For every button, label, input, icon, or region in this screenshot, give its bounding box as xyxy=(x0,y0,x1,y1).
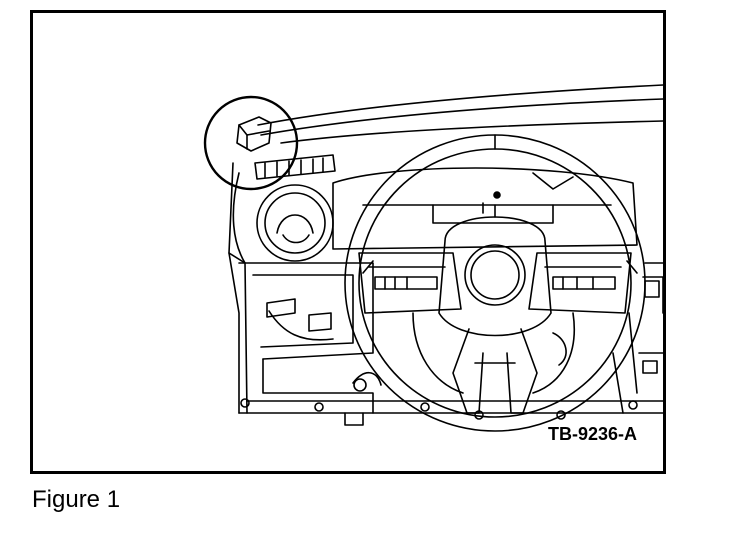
dashboard-illustration xyxy=(203,84,663,432)
cluster-recess xyxy=(332,167,638,250)
left-vent-louvers xyxy=(254,154,336,180)
dash-top-edge xyxy=(257,84,663,144)
steering-wheel-rim xyxy=(344,134,646,432)
dash-end-trim xyxy=(236,116,272,152)
figure-caption: Figure 1 xyxy=(32,486,121,513)
right-dash-panel xyxy=(612,262,663,414)
lower-dash-structure xyxy=(238,262,663,426)
steering-wheel-spokes xyxy=(358,252,632,414)
figure-frame: TB-9236-A xyxy=(30,10,666,474)
round-air-vent xyxy=(256,184,334,262)
steering-hub xyxy=(438,216,552,337)
steering-column xyxy=(412,312,575,394)
left-dash-panel xyxy=(228,162,248,414)
callout-circle xyxy=(203,95,299,191)
figure-code-label: TB-9236-A xyxy=(547,424,637,444)
